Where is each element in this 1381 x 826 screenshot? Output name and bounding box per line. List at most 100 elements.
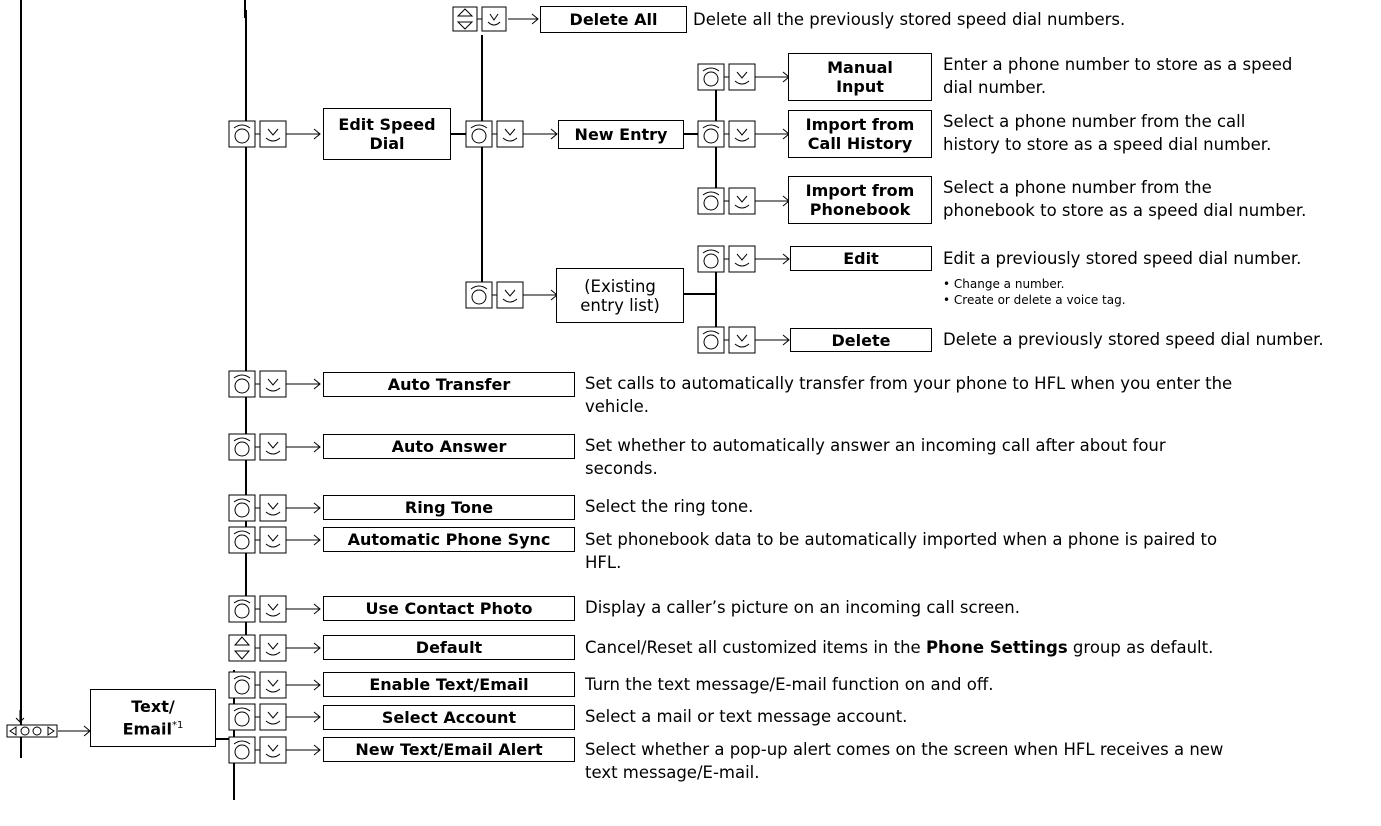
dial-rotate-icon [228, 703, 321, 731]
import-call-history-controls [697, 120, 793, 148]
edit-desc: Edit a previously stored speed dial numb… [943, 249, 1302, 268]
default-label: Default [415, 638, 483, 657]
import-call-history-box[interactable]: Import from Call History [788, 110, 932, 158]
select-account-desc: Select a mail or text message account. [585, 707, 908, 726]
ring-tone-desc: Select the ring tone. [585, 497, 754, 516]
manual-input-box[interactable]: Manual Input [788, 53, 932, 101]
enable-text-email-box[interactable]: Enable Text/Email [323, 672, 575, 697]
new-alert-desc: Select whether a pop-up alert comes on t… [585, 740, 1224, 782]
edit-speed-dial-label-2: Dial [369, 134, 405, 153]
edit-label: Edit [843, 249, 879, 268]
default-desc-post: group as default. [1067, 638, 1214, 657]
text-email-entry-controls [6, 710, 94, 738]
dial-rotate-icon [228, 370, 321, 398]
import-phonebook-label-2: Phonebook [809, 200, 911, 219]
new-alert-label: New Text/Email Alert [355, 740, 543, 759]
existing-entry-controls [465, 281, 561, 309]
delete-all-label: Delete All [569, 10, 658, 29]
existing-entry-box[interactable]: (Existing entry list) [556, 268, 684, 323]
text-email-footnote: *1 [172, 720, 184, 732]
dial-move-icon [452, 6, 539, 32]
auto-transfer-box[interactable]: Auto Transfer [323, 372, 575, 397]
dial-rotate-icon [228, 494, 321, 522]
edit-speed-dial-box[interactable]: Edit Speed Dial [323, 108, 451, 160]
select-account-box[interactable]: Select Account [323, 705, 575, 730]
ring-tone-box[interactable]: Ring Tone [323, 495, 575, 520]
phone-sync-box[interactable]: Automatic Phone Sync [323, 527, 575, 552]
edit-bullet-2: Create or delete a voice tag. [943, 292, 1126, 308]
dial-rotate-icon [228, 433, 321, 461]
edit-box[interactable]: Edit [790, 246, 932, 271]
existing-entry-branch-line [684, 293, 716, 295]
contact-photo-box[interactable]: Use Contact Photo [323, 596, 575, 621]
import-call-history-label-1: Import from [805, 115, 915, 134]
default-desc-pre: Cancel/Reset all customized items in the [585, 638, 926, 657]
enable-text-email-label: Enable Text/Email [369, 675, 529, 694]
default-box[interactable]: Default [323, 635, 575, 660]
auto-transfer-controls [228, 370, 324, 398]
dial-rotate-icon [228, 671, 321, 699]
text-email-label-2-text: Email [122, 719, 172, 739]
import-call-history-label-2: Call History [807, 134, 913, 153]
existing-entry-label-1: (Existing [584, 276, 656, 296]
import-phonebook-box[interactable]: Import from Phonebook [788, 176, 932, 224]
delete-all-controls [452, 6, 542, 32]
text-email-trunk-line [233, 670, 235, 800]
select-account-controls [228, 703, 324, 731]
new-entry-box[interactable]: New Entry [558, 120, 684, 149]
import-phonebook-controls [697, 187, 793, 215]
existing-entry-label-2: entry list) [580, 295, 660, 315]
delete-all-desc: Delete all the previously stored speed d… [693, 10, 1126, 29]
manual-input-desc: Enter a phone number to store as a speed… [943, 55, 1293, 97]
phone-sync-label: Automatic Phone Sync [347, 530, 551, 549]
text-email-label-2: Email*1 [122, 716, 184, 739]
auto-transfer-desc: Set calls to automatically transfer from… [585, 374, 1233, 416]
edit-controls [697, 245, 793, 273]
manual-input-label-1: Manual [827, 58, 893, 77]
import-call-history-desc: Select a phone number from the call hist… [943, 112, 1272, 154]
edit-speed-dial-label-1: Edit Speed [338, 115, 436, 134]
dial-rotate-icon [228, 120, 321, 148]
enable-text-email-controls [228, 671, 324, 699]
edit-bullet-1: Change a number. [943, 276, 1126, 292]
phone-settings-trunk-line [245, 10, 247, 648]
text-email-branch-line [215, 738, 234, 740]
text-email-label-1: Text/ [131, 697, 175, 717]
dial-move-left-right-icon [6, 710, 91, 738]
dial-rotate-icon [697, 187, 790, 215]
dial-rotate-icon [697, 245, 790, 273]
new-alert-box[interactable]: New Text/Email Alert [323, 737, 575, 762]
auto-answer-desc: Set whether to automatically answer an i… [585, 436, 1166, 478]
default-controls [228, 634, 324, 662]
delete-desc: Delete a previously stored speed dial nu… [943, 330, 1324, 349]
auto-transfer-label: Auto Transfer [387, 375, 511, 394]
delete-box[interactable]: Delete [790, 328, 932, 352]
auto-answer-box[interactable]: Auto Answer [323, 434, 575, 459]
dial-rotate-icon [697, 120, 790, 148]
default-desc-bold: Phone Settings [925, 638, 1068, 657]
manual-input-controls [697, 63, 793, 91]
top-tick-line [244, 0, 246, 18]
text-email-box[interactable]: Text/ Email*1 [90, 689, 216, 747]
dial-rotate-icon [697, 63, 790, 91]
new-entry-label: New Entry [574, 125, 668, 144]
edit-speed-dial-controls [228, 120, 324, 148]
phone-sync-desc: Set phonebook data to be automatically i… [585, 530, 1218, 572]
dial-move-icon [228, 634, 321, 662]
delete-all-box[interactable]: Delete All [540, 6, 687, 33]
dial-rotate-icon [228, 595, 321, 623]
ring-tone-controls [228, 494, 324, 522]
ring-tone-label: Ring Tone [404, 498, 494, 517]
import-phonebook-label-1: Import from [805, 181, 915, 200]
dial-rotate-icon [228, 736, 321, 764]
dial-rotate-icon [465, 281, 558, 309]
new-entry-controls [465, 120, 561, 148]
default-desc: Cancel/Reset all customized items in the… [585, 636, 1213, 659]
enable-text-email-desc: Turn the text message/E-mail function on… [585, 675, 994, 694]
auto-answer-controls [228, 433, 324, 461]
dial-rotate-icon [465, 120, 558, 148]
import-phonebook-desc: Select a phone number from the phonebook… [943, 178, 1307, 220]
dial-rotate-icon [697, 326, 790, 354]
edit-bullets: Change a number. Create or delete a voic… [943, 276, 1126, 308]
contact-photo-controls [228, 595, 324, 623]
